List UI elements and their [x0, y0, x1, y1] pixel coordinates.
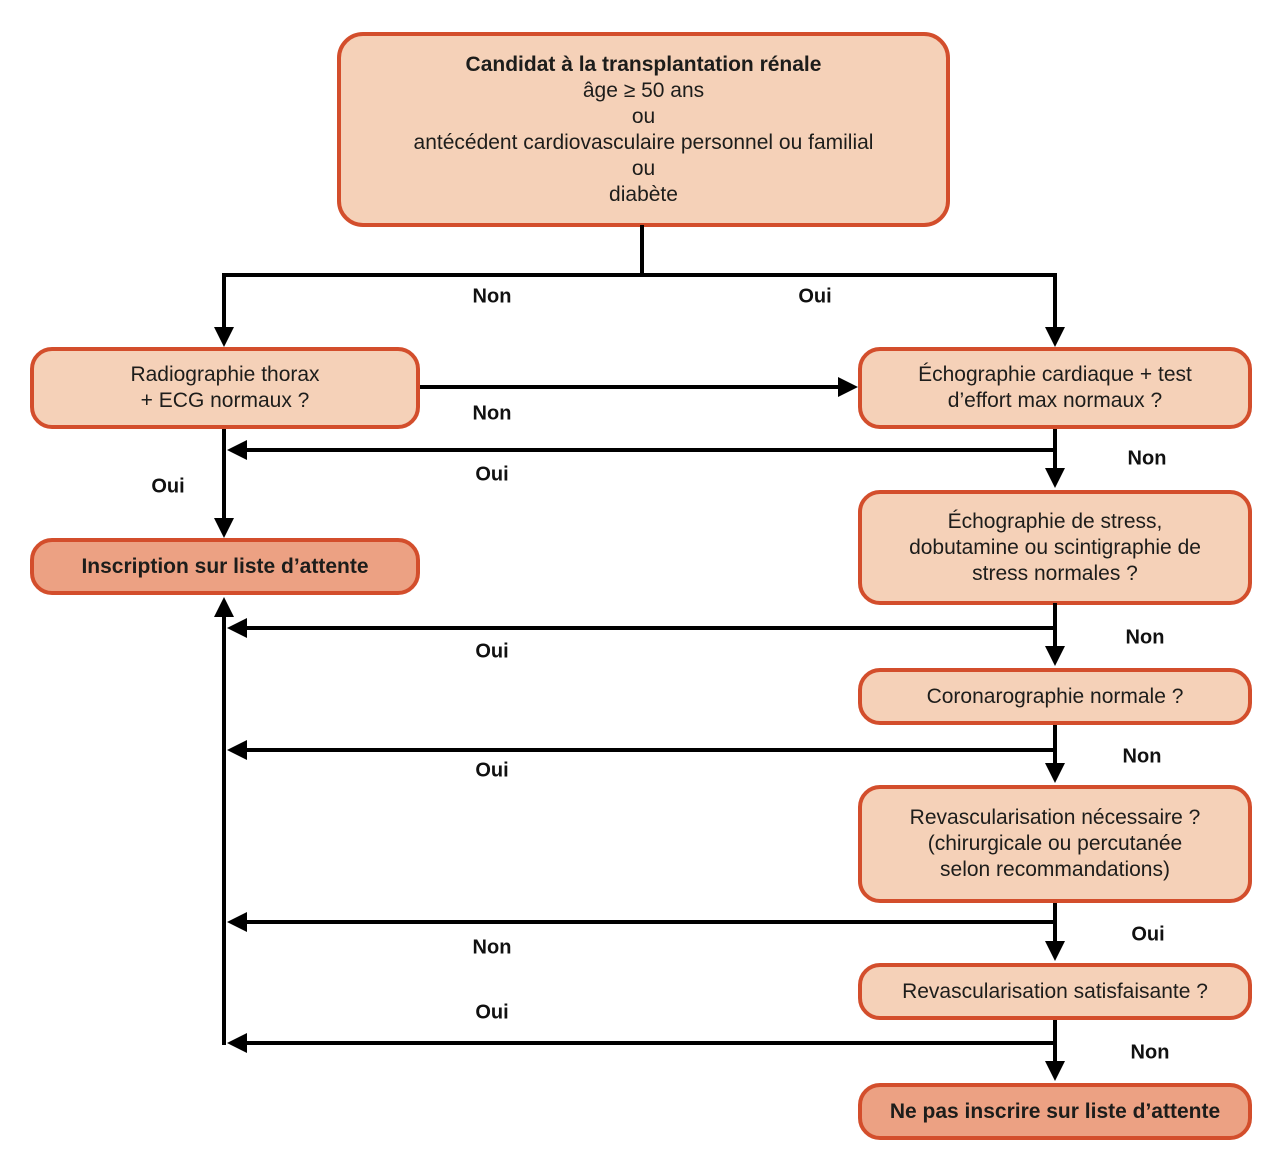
node-text: + ECG normaux ?	[140, 389, 310, 412]
node-radiographie-ecg: Radiographie thorax + ECG normaux ?	[30, 347, 420, 429]
arrowhead-down-icon	[1045, 941, 1065, 961]
node-text: Inscription sur liste d’attente	[81, 554, 369, 578]
node-text: Ne pas inscrire sur liste d’attente	[889, 1099, 1221, 1123]
edge-label-revasc-sat-down-non: Non	[1130, 1041, 1170, 1064]
node-text: Revascularisation satisfaisante ?	[902, 979, 1208, 1003]
node-candidat-criteria-line: ou	[631, 104, 656, 128]
node-text: Échographie de stress,	[947, 509, 1163, 533]
edge-label-radio-down-oui: Oui	[151, 475, 185, 498]
connector-radio-to-echo	[420, 385, 838, 389]
node-candidat-criteria-line: ou	[631, 156, 656, 180]
arrowhead-left-icon	[227, 440, 247, 460]
connector-coro-return	[246, 748, 1055, 752]
connector-collector-vertical	[222, 615, 226, 1045]
connector-revasc-nec-return	[246, 920, 1055, 924]
node-text: Radiographie thorax	[130, 363, 320, 386]
connector-revasc-sat-down	[1053, 1020, 1057, 1063]
connector-revasc-nec-down	[1053, 903, 1057, 943]
node-text: stress normales ?	[972, 561, 1138, 585]
connector-coro-down	[1053, 725, 1057, 765]
connector-revasc-sat-return	[246, 1041, 1055, 1045]
node-coronarographie: Coronarographie normale ?	[858, 668, 1252, 725]
arrowhead-left-icon	[227, 912, 247, 932]
node-text: (chirurgicale ou percutanée	[927, 832, 1183, 855]
arrowhead-down-icon	[1045, 468, 1065, 488]
node-echographie-stress: Échographie de stress, dobutamine ou sci…	[858, 490, 1252, 605]
node-revascularisation-necessaire: Revascularisation nécessaire ? (chirurgi…	[858, 785, 1252, 903]
arrowhead-down-icon	[1045, 646, 1065, 666]
node-candidat-title: Candidat à la transplantation rénale	[465, 52, 822, 76]
edge-label-stress-down-non: Non	[1125, 626, 1165, 649]
edge-label-coro-return-oui: Oui	[475, 759, 509, 782]
arrowhead-up-icon	[214, 597, 234, 617]
arrowhead-right-icon	[838, 377, 858, 397]
node-text: Revascularisation nécessaire ?	[909, 806, 1201, 829]
edge-label-revasc-sat-return-oui: Oui	[475, 1001, 509, 1024]
connector-stem-top	[640, 225, 644, 277]
connector-branch-right	[1053, 273, 1057, 329]
edge-label-revasc-nec-down-oui: Oui	[1131, 923, 1165, 946]
node-text: d’effort max normaux ?	[947, 389, 1163, 412]
connector-echo-return	[246, 448, 1055, 452]
node-revascularisation-satisfaisante: Revascularisation satisfaisante ?	[858, 963, 1252, 1020]
node-candidat-transplantation: Candidat à la transplantation rénale âge…	[337, 32, 950, 227]
arrowhead-left-icon	[227, 1033, 247, 1053]
node-candidat-criteria-line: antécédent cardiovasculaire personnel ou…	[413, 130, 874, 154]
edge-label-echo-down-non: Non	[1127, 447, 1167, 470]
connector-stress-down	[1053, 603, 1057, 648]
node-text: dobutamine ou scintigraphie de	[909, 535, 1201, 559]
arrowhead-left-icon	[227, 618, 247, 638]
connector-branch-horizontal	[222, 273, 1057, 277]
edge-label-revasc-nec-return-non: Non	[472, 936, 512, 959]
edge-label-radio-to-echo-non: Non	[472, 402, 512, 425]
edge-label-branch-non: Non	[472, 285, 512, 308]
arrowhead-down-icon	[1045, 1061, 1065, 1081]
node-echographie-cardiaque: Échographie cardiaque + test d’effort ma…	[858, 347, 1252, 429]
connector-branch-left	[222, 273, 226, 329]
edge-label-coro-down-non: Non	[1122, 745, 1162, 768]
connector-radio-down	[222, 429, 226, 520]
node-text: Coronarographie normale ?	[926, 684, 1184, 708]
edge-label-echo-return-oui: Oui	[475, 463, 509, 486]
arrowhead-left-icon	[227, 740, 247, 760]
node-ne-pas-inscrire: Ne pas inscrire sur liste d’attente	[858, 1083, 1252, 1140]
node-text: Échographie cardiaque + test	[918, 363, 1192, 386]
node-inscription-liste-attente: Inscription sur liste d’attente	[30, 538, 420, 595]
node-text: selon recommandations)	[940, 858, 1170, 881]
edge-label-branch-oui: Oui	[798, 285, 832, 308]
node-candidat-criteria-line: diabète	[609, 182, 678, 206]
arrowhead-down-icon	[1045, 763, 1065, 783]
arrowhead-down-icon	[214, 327, 234, 347]
edge-label-stress-return-oui: Oui	[475, 640, 509, 663]
arrowhead-down-icon	[1045, 327, 1065, 347]
connector-echo-down	[1053, 429, 1057, 472]
connector-stress-return	[246, 626, 1055, 630]
arrowhead-down-icon	[214, 518, 234, 538]
node-candidat-criteria-line: âge ≥ 50 ans	[582, 78, 705, 102]
